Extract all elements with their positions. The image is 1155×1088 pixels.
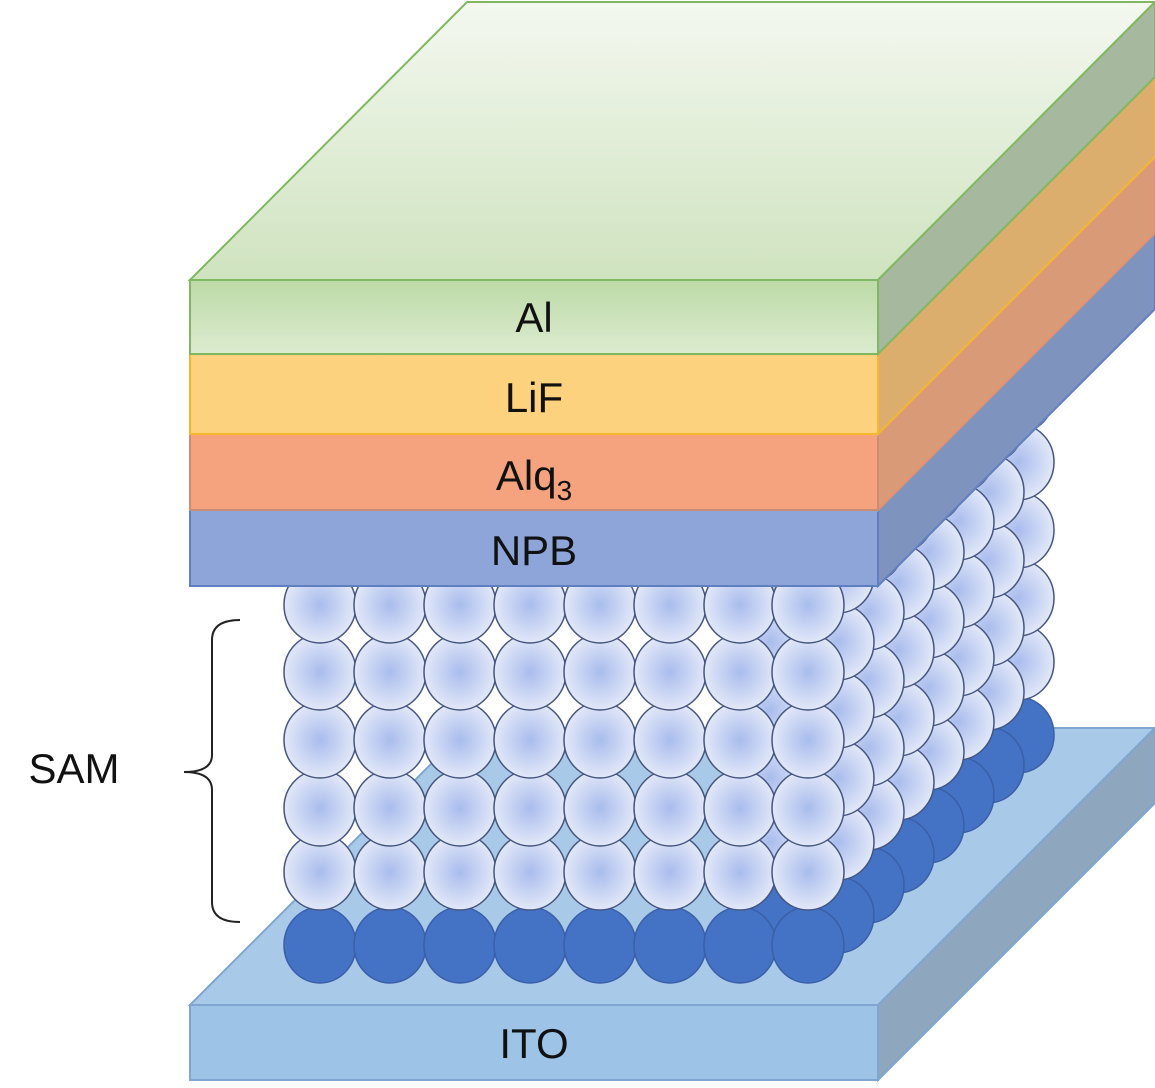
ito-front-face (189, 1004, 879, 1081)
sam-molecule (703, 633, 777, 711)
sam-anchor-molecule (283, 906, 357, 984)
sam-molecule (771, 633, 845, 711)
sam-anchor-molecule (771, 906, 845, 984)
al-layer: Al (187, 0, 1155, 357)
sam-molecule (493, 769, 567, 847)
alq3-label: Alq3 (496, 452, 572, 506)
sam-molecule (353, 633, 427, 711)
sam-molecule (493, 701, 567, 779)
sam-molecule (563, 701, 637, 779)
npb-label: NPB (491, 527, 577, 574)
sam-molecule (703, 769, 777, 847)
sam-anchor-molecule (703, 906, 777, 984)
lif-layer: LiF (189, 75, 1155, 437)
sam-molecule (771, 769, 845, 847)
ito-label: ITO (499, 1020, 568, 1067)
sam-bracket (183, 619, 241, 923)
sam-anchor-molecule (353, 906, 427, 984)
alq3-layer: Alq3 (189, 155, 1155, 513)
sam-molecule (283, 701, 357, 779)
sam-molecule (353, 769, 427, 847)
sam-anchor-molecule (423, 906, 497, 984)
sam-anchor-molecule (493, 906, 567, 984)
alq3-label-main: Alq (496, 452, 557, 499)
sam-molecule (633, 633, 707, 711)
sam-layer (283, 356, 1055, 984)
sam-molecule (633, 701, 707, 779)
sam-anchor-molecule (563, 906, 637, 984)
al-front-face (189, 279, 879, 355)
npb-layer: NPB (189, 231, 1155, 589)
sam-molecule (423, 633, 497, 711)
lif-front-face (189, 353, 879, 435)
alq3-label-subscript: 3 (557, 475, 573, 506)
sam-anchor-molecule (633, 906, 707, 984)
sam-molecule (703, 701, 777, 779)
sam-molecule (423, 769, 497, 847)
sam-molecule (423, 701, 497, 779)
sam-label: SAM (28, 745, 119, 792)
sam-molecule (353, 701, 427, 779)
alq3-front-face (189, 433, 879, 511)
sam-molecule (283, 769, 357, 847)
sam-molecule (283, 633, 357, 711)
sam-molecule (563, 633, 637, 711)
sam-molecule (771, 701, 845, 779)
sam-molecule (633, 769, 707, 847)
lif-label: LiF (505, 374, 563, 421)
sam-molecule (563, 769, 637, 847)
npb-front-face (189, 509, 879, 587)
al-label: Al (515, 294, 552, 341)
sam-molecule (493, 633, 567, 711)
